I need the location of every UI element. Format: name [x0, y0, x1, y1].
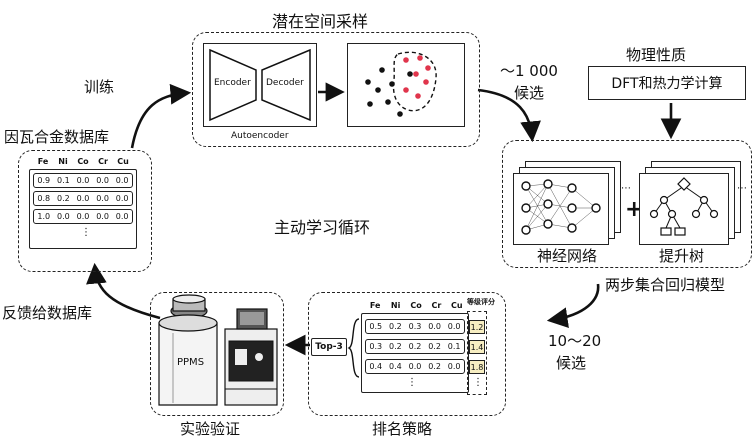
candidates-10-20: 10～20 — [548, 332, 602, 350]
plus-icon: + — [625, 197, 644, 222]
nn-card — [513, 173, 609, 245]
experiment-panel: PPMS — [150, 292, 284, 416]
score-header: 等级评分 — [467, 298, 495, 306]
ranking-header: Fe Ni Co Cr Cu — [369, 301, 463, 310]
experiment-title: 实验验证 — [180, 420, 241, 438]
neural-network-icon — [521, 179, 601, 235]
score-badge: 1.2 — [469, 320, 485, 334]
database-ellipsis: ⋮ — [81, 227, 91, 238]
top3-badge: Top-3 — [311, 338, 347, 356]
latent-scatter — [365, 51, 437, 117]
score-badge: 1.8 — [469, 360, 485, 374]
tree-more-dots: ⋯ — [737, 183, 747, 194]
candidates-1000-suffix: 候选 — [514, 84, 545, 102]
ppms-instrument-icon — [158, 294, 278, 406]
tree-label: 提升树 — [659, 247, 705, 265]
database-header: Fe Ni Co Cr Cu — [37, 157, 129, 166]
regression-panel: ⋯ + ⋯ 神经网络 提升树 — [502, 140, 752, 268]
nn-label: 神经网络 — [537, 247, 598, 265]
arrow-feedback — [86, 262, 161, 320]
boosted-tree-icon — [649, 177, 719, 236]
candidates-10-20-suffix: 候选 — [556, 354, 587, 372]
active-learning-loop-label: 主动学习循环 — [274, 218, 371, 237]
feedback-label: 反馈给数据库 — [2, 304, 93, 322]
latent-panel: Encoder Decoder Autoencoder — [192, 32, 480, 147]
latent-scatter-box — [347, 43, 465, 127]
latent-title: 潜在空间采样 — [272, 12, 369, 31]
physics-box: DFT和热力学计算 — [588, 66, 746, 100]
score-ellipsis: ⋮ — [473, 377, 483, 388]
encoder-label: Encoder — [214, 78, 251, 88]
ranking-ellipsis: ⋮ — [407, 377, 417, 388]
brace-icon — [347, 318, 360, 378]
tree-card — [639, 173, 729, 245]
train-label: 训练 — [84, 78, 115, 96]
arrow-to-regression — [477, 88, 541, 143]
decoder-label: Decoder — [266, 78, 304, 88]
score-column — [467, 311, 487, 395]
arrow-train — [130, 83, 192, 149]
candidates-1000: ～1 000 — [500, 62, 558, 80]
score-badge: 1.4 — [469, 340, 485, 354]
nn-more-dots: ⋯ — [621, 183, 631, 194]
regression-title: 两步集合回归模型 — [605, 276, 726, 294]
ppms-label: PPMS — [177, 357, 205, 368]
autoencoder-box: Encoder Decoder — [203, 43, 317, 127]
physics-title: 物理性质 — [626, 46, 687, 64]
arrow-to-ranking — [546, 283, 600, 328]
database-title: 因瓦合金数据库 — [4, 128, 110, 146]
autoencoder-label: Autoencoder — [231, 131, 289, 141]
autoencoder-shape — [209, 48, 311, 122]
ranking-title: 排名策略 — [372, 420, 433, 438]
